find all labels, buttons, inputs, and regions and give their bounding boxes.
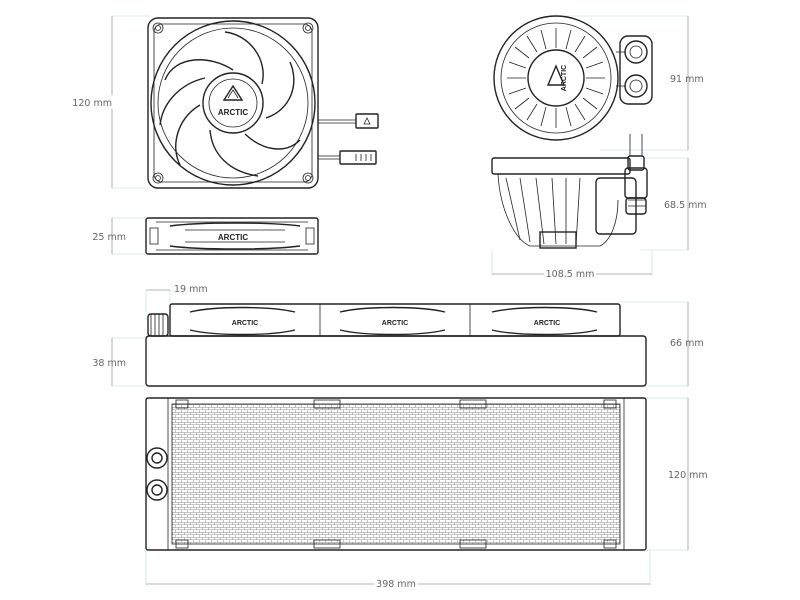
radiator-front-view: [145, 397, 647, 551]
dim-pump-depth: 68.5 mm: [664, 200, 707, 211]
radiator-fittings: [146, 447, 168, 501]
dim-fan-height: 120 mm: [72, 98, 112, 109]
dim-radiator-length: 398 mm: [376, 579, 416, 590]
svg-text:ARCTIC: ARCTIC: [534, 320, 560, 327]
pump-side-view: [491, 134, 648, 249]
dim-fan-depth: 25 mm: [92, 232, 126, 243]
pump-top-view: ARCTIC: [493, 15, 653, 141]
dim-pump-width: 108.5 mm: [546, 269, 595, 280]
radiator-side-view: ARCTIC ARCTIC ARCTIC: [145, 303, 647, 387]
dimension-labels: 120 mm 25 mm 91 mm 68.5 mm 108.5 mm 19 m…: [64, 74, 708, 590]
radiator-fan-1: ARCTIC: [189, 306, 296, 336]
svg-text:ARCTIC: ARCTIC: [232, 320, 258, 327]
fan-hub-brand: ARCTIC: [218, 108, 248, 117]
argb-connector: [355, 113, 379, 129]
dim-fitting-offset: 19 mm: [174, 284, 208, 295]
dim-total-depth: 66 mm: [670, 338, 704, 349]
dim-radiator-depth: 38 mm: [92, 358, 126, 369]
pump-top-brand: ARCTIC: [561, 65, 568, 91]
pwm-connector: [339, 150, 377, 165]
fan-side-brand: ARCTIC: [218, 233, 248, 242]
radiator-fan-2: ARCTIC: [339, 306, 446, 336]
extension-lines: [112, 15, 688, 586]
radiator-fan-3: ARCTIC: [491, 306, 598, 336]
fan-front-view: ARCTIC: [147, 17, 379, 189]
dim-radiator-height: 120 mm: [668, 470, 708, 481]
fan-blades: [159, 31, 301, 177]
svg-text:ARCTIC: ARCTIC: [382, 320, 408, 327]
dim-pump-height: 91 mm: [670, 74, 704, 85]
fan-side-view: ARCTIC: [145, 217, 319, 255]
pump-ribs: [507, 28, 605, 128]
